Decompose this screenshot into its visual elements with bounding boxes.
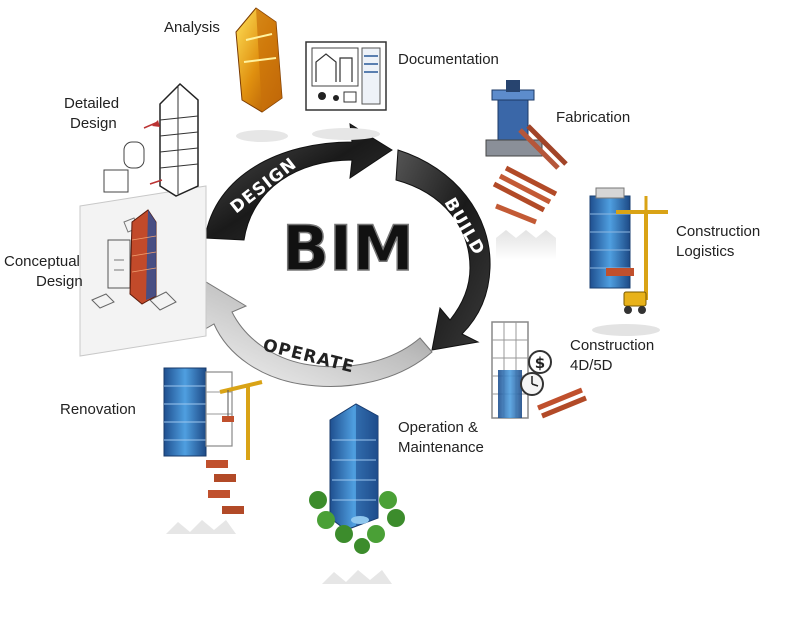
label-operation-maintenance-line2: Maintenance — [398, 439, 484, 456]
crane-icon — [219, 380, 263, 460]
label-conceptual-design-line1: Conceptual — [4, 253, 80, 270]
label-documentation: Documentation — [398, 51, 499, 68]
label-detailed-design-line2: Design — [70, 115, 117, 132]
svg-text:$: $ — [535, 354, 545, 372]
label-operation-maintenance-line1: Operation & — [398, 419, 478, 436]
label-construction-4d5d-line2: 4D/5D — [570, 357, 613, 374]
label-analysis: Analysis — [164, 19, 220, 36]
detailed-design-sketch-icon — [103, 120, 163, 193]
label-construction-logistics-line1: Construction — [676, 223, 760, 240]
conceptual-tower-icon — [129, 209, 157, 305]
fabrication-beams-icon — [492, 165, 558, 260]
tree-cluster-icon — [309, 491, 405, 554]
dollar-coin-icon: $ — [528, 350, 552, 374]
construction-4d5d-icon — [491, 321, 529, 419]
detailed-design-tower-icon — [159, 82, 199, 197]
label-conceptual-design-line2: Design — [36, 273, 83, 290]
brick-stack-icon — [537, 387, 587, 419]
fabrication-machine-icon — [485, 80, 568, 170]
operate-arrow — [199, 281, 433, 387]
construction-logistics-icon — [589, 187, 668, 336]
label-detailed-design-line1: Detailed — [64, 95, 119, 112]
renovation-bricks-icon — [206, 460, 244, 514]
renovation-shadow — [166, 520, 236, 534]
clock-icon — [520, 372, 544, 396]
renovation-building-icon — [163, 367, 233, 457]
label-fabrication: Fabrication — [556, 109, 630, 126]
analysis-tower-icon — [235, 7, 288, 142]
label-construction-4d5d-line1: Construction — [570, 337, 654, 354]
center-title: BIM — [282, 212, 414, 285]
build-arrow — [395, 149, 491, 351]
label-construction-logistics-line2: Logistics — [676, 243, 734, 260]
documentation-drawing-icon — [305, 41, 387, 140]
label-renovation: Renovation — [60, 401, 136, 418]
operation-shadow — [322, 570, 392, 584]
operation-building-icon — [329, 403, 379, 531]
